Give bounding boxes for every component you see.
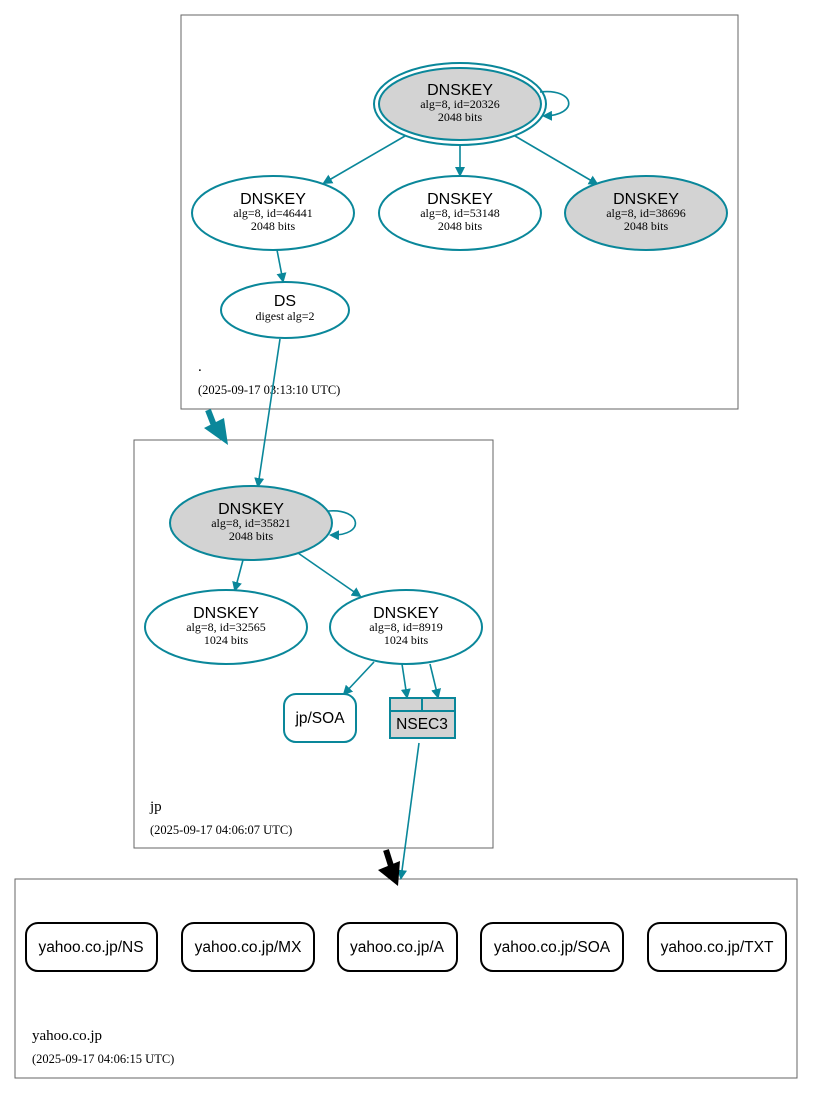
dnskey-root-zsk1-ellipse — [191, 175, 355, 251]
dnskey-root-zsk2-id: alg=8, id=53148 — [420, 206, 500, 220]
zone-yahoo-timestamp: (2025-09-17 04:06:15 UTC) — [32, 1052, 174, 1066]
edge-jp-ksk-self — [327, 510, 357, 541]
dnskey-jp-ksk-title: DNSKEY — [218, 501, 284, 518]
zone-root-name: . — [198, 359, 202, 375]
dnskey-jp-zsk2-title: DNSKEY — [373, 605, 439, 622]
nsec3-jp-node[interactable]: NSEC3 — [389, 697, 456, 739]
edge-root-ksk-to-ksk2 — [514, 135, 599, 186]
edge-root-zsk1-to-ds — [276, 249, 287, 283]
rrset-yahoo-txt-box — [647, 922, 787, 972]
dnskey-jp-zsk2-node[interactable]: DNSKEY alg=8, id=8919 1024 bits — [329, 589, 483, 665]
dnskey-jp-zsk1-ellipse — [144, 589, 308, 665]
zone-yahoo-name: yahoo.co.jp — [32, 1028, 102, 1044]
delegation-arrows — [204, 408, 400, 886]
edge-jp-ksk-to-zsk2 — [297, 552, 362, 598]
dnskey-jp-zsk1-node[interactable]: DNSKEY alg=8, id=32565 1024 bits — [144, 589, 308, 665]
dnskey-root-zsk1-title: DNSKEY — [240, 191, 306, 208]
edge-jp-zsk2-to-nsec3-b — [429, 663, 441, 699]
dnskey-root-ksk2-bits: 2048 bits — [624, 219, 669, 233]
rrset-yahoo-mx-box — [181, 922, 315, 972]
dnskey-jp-ksk-id: alg=8, id=35821 — [211, 516, 291, 530]
rrset-yahoo-a-box — [337, 922, 458, 972]
ds-root-ellipse — [220, 281, 350, 339]
rrset-yahoo-soa-node[interactable]: yahoo.co.jp/SOA — [480, 922, 624, 972]
rrset-yahoo-txt-node[interactable]: yahoo.co.jp/TXT — [647, 922, 787, 972]
edge-jp-ksk-to-zsk1 — [232, 559, 244, 592]
dnskey-root-ksk2-id: alg=8, id=38696 — [606, 206, 686, 220]
edges — [232, 90, 599, 880]
dnskey-root-ksk-ellipse — [378, 67, 542, 141]
rrset-yahoo-soa-label: yahoo.co.jp/SOA — [494, 939, 611, 956]
nsec3-jp-label: NSEC3 — [396, 716, 448, 733]
dnskey-root-ksk-bits: 2048 bits — [438, 110, 483, 124]
dnskey-jp-zsk2-ellipse — [329, 589, 483, 665]
dnskey-root-zsk1-bits: 2048 bits — [251, 219, 296, 233]
dnskey-root-ksk-title: DNSKEY — [427, 82, 493, 99]
dnskey-root-zsk2-bits: 2048 bits — [438, 219, 483, 233]
zone-yahoo-box — [14, 878, 798, 1079]
ds-root-digest: digest alg=2 — [255, 309, 314, 323]
rrset-yahoo-ns-box — [25, 922, 158, 972]
dnskey-jp-ksk-bits: 2048 bits — [229, 529, 274, 543]
dnskey-jp-zsk1-id: alg=8, id=32565 — [186, 620, 266, 634]
rrset-yahoo-ns-node[interactable]: yahoo.co.jp/NS — [25, 922, 158, 972]
dnskey-root-ksk2-title: DNSKEY — [613, 191, 679, 208]
zone-jp-name: jp — [149, 799, 162, 815]
edge-root-ksk-self — [539, 90, 570, 121]
dnskey-root-zsk1-id: alg=8, id=46441 — [233, 206, 313, 220]
rrset-yahoo-soa-box — [480, 922, 624, 972]
edge-ds-to-jp-ksk — [254, 338, 281, 488]
dnskey-root-zsk2-title: DNSKEY — [427, 191, 493, 208]
dnskey-root-ksk-id: alg=8, id=20326 — [420, 97, 500, 111]
rrset-jp-soa-node[interactable]: jp/SOA — [283, 693, 357, 743]
rrset-yahoo-a-label: yahoo.co.jp/A — [350, 939, 445, 956]
delegation-arrowhead-jp-to-yahoo — [378, 861, 400, 886]
edge-jp-zsk2-to-soa — [342, 661, 375, 696]
dnskey-root-zsk2-ellipse — [378, 175, 542, 251]
rrset-jp-soa-label: jp/SOA — [294, 710, 345, 727]
edge-root-ksk-to-zsk1 — [322, 135, 406, 185]
ds-root-title: DS — [274, 293, 296, 310]
dnskey-jp-zsk1-bits: 1024 bits — [204, 633, 249, 647]
dnskey-root-ksk2-node[interactable]: DNSKEY alg=8, id=38696 2048 bits — [564, 175, 728, 251]
zone-jp-timestamp: (2025-09-17 04:06:07 UTC) — [150, 823, 292, 837]
dnskey-jp-ksk-node[interactable]: DNSKEY alg=8, id=35821 2048 bits — [169, 485, 333, 561]
rrset-yahoo-a-node[interactable]: yahoo.co.jp/A — [337, 922, 458, 972]
dnskey-root-ksk-outer-ring — [373, 62, 547, 146]
dnskey-root-zsk1-node[interactable]: DNSKEY alg=8, id=46441 2048 bits — [191, 175, 355, 251]
rrset-yahoo-txt-label: yahoo.co.jp/TXT — [661, 939, 774, 956]
rrset-jp-soa-box — [283, 693, 357, 743]
dnskey-jp-zsk2-id: alg=8, id=8919 — [369, 620, 443, 634]
delegation-arrowhead-root-to-jp — [204, 418, 228, 445]
ds-root-node[interactable]: DS digest alg=2 — [220, 281, 350, 339]
zone-root-timestamp: (2025-09-17 03:13:10 UTC) — [198, 383, 340, 397]
dnskey-root-ksk-node[interactable]: DNSKEY alg=8, id=20326 2048 bits — [373, 62, 547, 146]
dnskey-jp-zsk1-title: DNSKEY — [193, 605, 259, 622]
rrset-yahoo-ns-label: yahoo.co.jp/NS — [38, 939, 143, 956]
dnskey-jp-ksk-ellipse — [169, 485, 333, 561]
rrset-yahoo-mx-label: yahoo.co.jp/MX — [195, 939, 302, 956]
dnskey-root-zsk2-node[interactable]: DNSKEY alg=8, id=53148 2048 bits — [378, 175, 542, 251]
dnskey-root-ksk2-ellipse — [564, 175, 728, 251]
edge-nsec3-to-yahoo — [397, 742, 420, 880]
rrset-yahoo-mx-node[interactable]: yahoo.co.jp/MX — [181, 922, 315, 972]
dnskey-jp-zsk2-bits: 1024 bits — [384, 633, 429, 647]
edge-jp-zsk2-to-nsec3-a — [400, 663, 411, 699]
